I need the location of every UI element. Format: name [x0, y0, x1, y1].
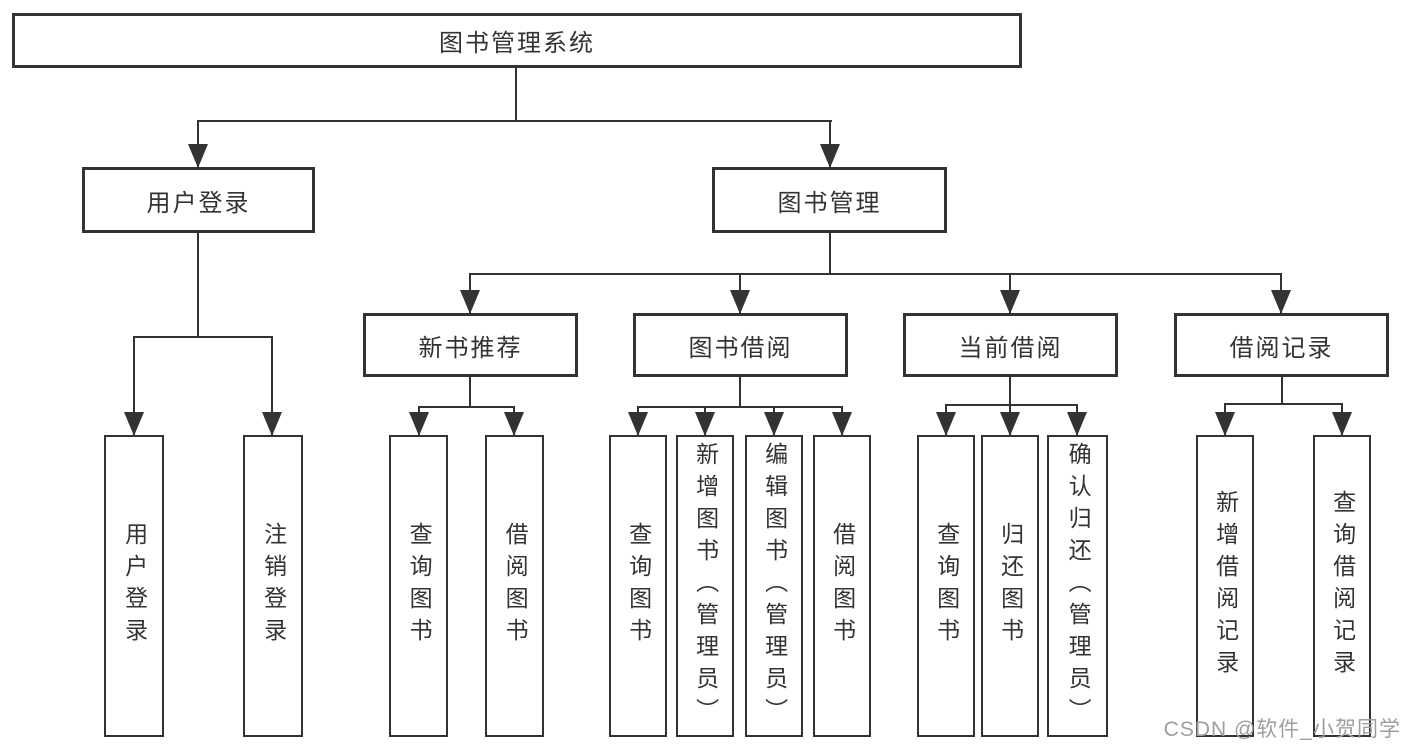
leaf-user-login: 用户登录	[104, 435, 164, 737]
leaf-recommend-query-books-label: 查询图书	[406, 522, 433, 650]
edge-login-bar	[133, 336, 273, 338]
edge-recommend-feed	[469, 377, 471, 408]
edge-records-bar	[1224, 403, 1343, 405]
leaf-borrow-add-book-admin-label: 新增图书（管理员）	[692, 442, 719, 730]
edge-borrowing-feed	[739, 377, 741, 408]
edge-arrow-to-current-return	[1000, 406, 1020, 436]
leaf-records-query-borrow-record: 查询借阅记录	[1313, 435, 1371, 737]
leaf-borrow-add-book-admin: 新增图书（管理员）	[676, 435, 734, 737]
node-user-login: 用户登录	[82, 167, 315, 233]
edge-arrow-to-records-query	[1332, 405, 1352, 436]
leaf-borrow-query-books: 查询图书	[609, 435, 667, 737]
edge-arrow-to-borrow-add	[695, 408, 715, 436]
leaf-current-query-books: 查询图书	[917, 435, 975, 737]
edge-current-bar	[945, 404, 1078, 406]
leaf-borrow-borrow-books-label: 借阅图书	[829, 522, 856, 650]
leaf-records-query-borrow-record-label: 查询借阅记录	[1329, 490, 1356, 682]
edge-arrow-to-borrow-query	[628, 408, 648, 436]
leaf-recommend-borrow-books-label: 借阅图书	[502, 522, 529, 650]
edge-records-feed	[1281, 377, 1283, 405]
leaf-user-login-label: 用户登录	[121, 522, 148, 650]
edge-current-feed	[1009, 377, 1011, 406]
leaf-records-add-borrow-record: 新增借阅记录	[1196, 435, 1254, 737]
node-book-management: 图书管理	[712, 167, 947, 233]
edge-management-feed	[829, 232, 831, 275]
watermark: CSDN @软件_小贺同学	[1163, 718, 1401, 741]
edge-arrow-to-recommend-query	[409, 408, 429, 436]
leaf-current-confirm-return-admin-label: 确认归还（管理员）	[1065, 442, 1092, 730]
edge-arrow-to-borrowing-records	[1271, 275, 1291, 314]
leaf-borrow-edit-book-admin: 编辑图书（管理员）	[745, 435, 803, 737]
edge-borrowing-bar	[637, 406, 843, 408]
edge-root-feed	[515, 68, 517, 121]
edge-arrow-to-records-add	[1215, 405, 1235, 436]
leaf-current-return-books-label: 归还图书	[997, 522, 1024, 650]
edge-arrow-to-book-borrowing	[730, 275, 750, 314]
leaf-records-add-borrow-record-label: 新增借阅记录	[1212, 490, 1239, 682]
leaf-borrow-edit-book-admin-label: 编辑图书（管理员）	[761, 442, 788, 730]
edge-arrow-to-borrow-borrow	[832, 408, 852, 436]
edge-arrow-to-current-borrowing	[1000, 275, 1020, 314]
leaf-borrow-borrow-books: 借阅图书	[813, 435, 871, 737]
edge-root-bar	[197, 120, 832, 122]
node-new-book-recommendation: 新书推荐	[363, 313, 578, 377]
edge-arrow-to-current-confirm	[1067, 406, 1087, 436]
edge-arrow-to-leaf-user-login	[124, 338, 144, 436]
node-library-management-system: 图书管理系统	[12, 13, 1022, 68]
leaf-logout-label: 注销登录	[260, 522, 287, 650]
edge-arrow-to-current-query	[936, 406, 956, 436]
edge-arrow-to-borrow-edit	[764, 408, 784, 436]
edge-arrow-to-book-management	[820, 121, 840, 168]
leaf-borrow-query-books-label: 查询图书	[625, 522, 652, 650]
edge-login-feed	[197, 232, 199, 338]
leaf-recommend-borrow-books: 借阅图书	[485, 435, 544, 737]
leaf-recommend-query-books: 查询图书	[389, 435, 448, 737]
edge-arrow-to-recommend-borrow	[504, 408, 524, 436]
node-current-borrowing: 当前借阅	[903, 313, 1118, 377]
leaf-current-query-books-label: 查询图书	[933, 522, 960, 650]
leaf-current-confirm-return-admin: 确认归还（管理员）	[1047, 435, 1108, 737]
edge-arrow-to-new-book	[460, 275, 480, 314]
edge-arrow-to-leaf-logout	[262, 338, 282, 436]
node-book-borrowing: 图书借阅	[633, 313, 848, 377]
leaf-current-return-books: 归还图书	[981, 435, 1039, 737]
edge-recommend-bar	[418, 406, 515, 408]
leaf-logout: 注销登录	[243, 435, 303, 737]
edge-management-bar	[469, 273, 1282, 275]
edge-arrow-to-user-login	[188, 121, 208, 168]
node-borrowing-records: 借阅记录	[1174, 313, 1389, 377]
